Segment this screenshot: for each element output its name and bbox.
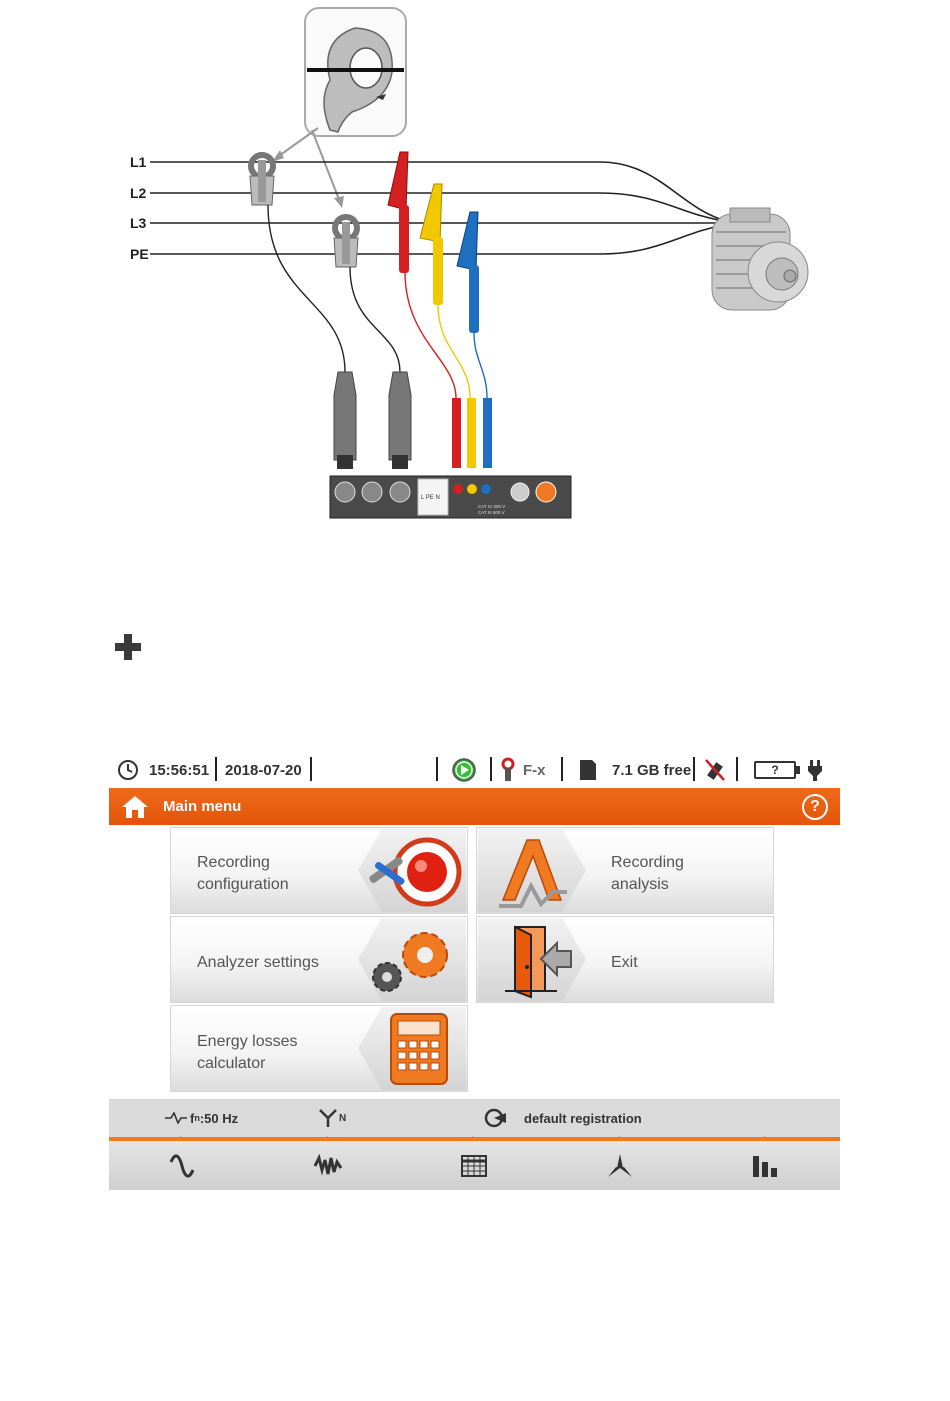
current-clamp-pe: [334, 217, 358, 267]
test-leads: [268, 205, 487, 398]
help-icon[interactable]: ?: [802, 794, 828, 820]
network-type-indicator: N: [317, 1099, 346, 1137]
blue-crocodile-clip: [457, 212, 479, 333]
page-title: Main menu: [163, 788, 241, 825]
nav-harmonics-bar-chart-button[interactable]: [693, 1141, 839, 1190]
red-crocodile-clip: [388, 152, 409, 273]
panel-cat3-text: CAT III 600 V: [478, 510, 505, 515]
analyzer-settings-button[interactable]: Analyzer settings: [170, 916, 468, 1003]
line-label-l3: L3: [130, 215, 147, 231]
recording-analysis-icon: [481, 832, 581, 912]
clamp-plugs: [334, 372, 411, 469]
usb-disconnected-icon: [703, 752, 727, 788]
profile-name: default registration: [524, 1111, 642, 1126]
phasor-icon: [606, 1153, 634, 1179]
clamp-icon: [499, 752, 517, 788]
frequency-icon: [165, 1112, 187, 1124]
battery-icon: ?: [754, 752, 800, 788]
nav-measurements-table-button[interactable]: [401, 1141, 547, 1190]
calculator-icon: [387, 1012, 451, 1088]
nav-harmonics-waveform-button[interactable]: [255, 1141, 401, 1190]
status-date: 2018-07-20: [225, 752, 302, 788]
storage-free: 7.1 GB free: [612, 752, 691, 788]
plus-icon: [114, 633, 142, 661]
analyzer-screen: 15:56:51 2018-07-20 F-x 7.1 GB free ?: [109, 752, 840, 1190]
panel-lpen-text: L PE N: [421, 495, 440, 501]
meter-socket-panel: L PE N CAT IV 300 V CAT III 600 V: [330, 476, 571, 518]
measurement-profile-icon: [484, 1107, 510, 1129]
analyzer-settings-label: Analyzer settings: [197, 952, 319, 974]
voltage-plugs: [452, 398, 492, 468]
table-icon: [461, 1155, 487, 1177]
home-icon[interactable]: [121, 794, 149, 820]
exit-button[interactable]: Exit: [476, 916, 774, 1003]
gears-icon: [361, 919, 465, 1001]
connection-diagram: L1 L2 L3 PE: [0, 0, 950, 560]
clock-icon: [117, 752, 139, 788]
nav-waveform-button[interactable]: [109, 1141, 255, 1190]
current-clamp-l1: [250, 155, 274, 205]
bottom-navigation: [109, 1137, 840, 1190]
exit-door-icon: [497, 923, 577, 999]
exit-label: Exit: [611, 952, 638, 974]
nav-phasor-diagram-button[interactable]: [547, 1141, 693, 1190]
sd-card-icon: [578, 752, 598, 788]
battery-status: ?: [754, 761, 796, 779]
recording-config-icon: [357, 832, 465, 912]
recording-play-icon[interactable]: [451, 752, 477, 788]
clamp-type: F-x: [523, 752, 546, 788]
line-label-pe: PE: [130, 246, 149, 262]
network-icon: [317, 1107, 339, 1129]
status-bar: 15:56:51 2018-07-20 F-x 7.1 GB free ?: [109, 752, 840, 788]
line-label-l1: L1: [130, 154, 147, 170]
sine-wave-icon: [168, 1154, 196, 1178]
line-label-l2: L2: [130, 185, 147, 201]
panel-cat4-text: CAT IV 300 V: [478, 504, 505, 509]
yellow-crocodile-clip: [420, 184, 443, 305]
bar-chart-icon: [751, 1154, 781, 1178]
motor-image: [712, 208, 808, 310]
title-bar: Main menu ?: [109, 788, 840, 825]
distorted-wave-icon: [313, 1154, 343, 1178]
status-time: 15:56:51: [149, 752, 209, 788]
mains-plug-icon: [806, 752, 824, 788]
profile-indicator: default registration: [484, 1099, 642, 1137]
clamp-detail-inset: [305, 8, 406, 136]
